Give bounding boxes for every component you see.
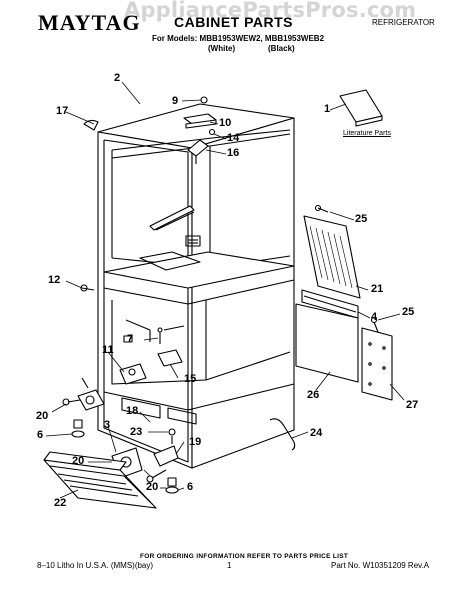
left-leveler-assembly: [62, 377, 105, 438]
page-number: 1: [227, 561, 232, 570]
drawer-rail-left: [125, 319, 151, 342]
variant-black: (Black): [268, 44, 295, 53]
brand-logo: MAYTAG: [38, 10, 141, 35]
callout-20-left: 20: [36, 410, 49, 422]
part-25-screw-bottom: [373, 321, 379, 333]
variant-white: (White): [208, 44, 236, 53]
callout-26: 26: [307, 389, 320, 401]
callout-19: 19: [189, 436, 202, 448]
literature-parts-label: Literature Parts: [343, 130, 391, 137]
callout-24: 24: [310, 427, 323, 439]
part-12-screw: [80, 284, 95, 292]
callout-3: 3: [104, 419, 111, 431]
lower-left-bracket: [119, 363, 147, 385]
callout-12: 12: [48, 274, 61, 286]
part-26-panel: [295, 303, 359, 383]
part-25-screw-top: [317, 207, 329, 213]
top-hinge-assembly: [183, 96, 217, 164]
rear-access-panel: [303, 215, 361, 299]
callout-11: 11: [102, 344, 114, 356]
ordering-info: FOR ORDERING INFORMATION REFER TO PARTS …: [140, 553, 349, 560]
callout-25-bottom: 25: [402, 306, 415, 318]
callout-20-mid: 20: [72, 455, 85, 467]
part-24-tube: [269, 418, 296, 451]
toe-grille: [43, 451, 157, 509]
models-line: For Models: MBB1953WEW2, MBB1953WEB2: [152, 34, 325, 43]
literature-booklet: [339, 89, 383, 127]
callout-10: 10: [219, 117, 232, 129]
watermark: AppliancePartsPros.com: [124, 0, 417, 22]
part-7-head: [157, 327, 163, 333]
callout-14: 14: [227, 132, 240, 144]
part-27-panel: [361, 327, 393, 401]
upper-floor-panel: [139, 251, 201, 271]
callout-17: 17: [56, 105, 69, 117]
page-title: CABINET PARTS: [174, 14, 294, 30]
callout-7: 7: [127, 333, 134, 345]
shelf-rail: [149, 205, 195, 231]
drawer-rail-right: [163, 325, 185, 331]
part-25-head-top: [314, 204, 322, 212]
callout-21: 21: [371, 283, 384, 295]
part-25-head-bottom: [370, 316, 378, 324]
callout-6-right: 6: [187, 481, 194, 493]
part-15-bracket: [157, 349, 183, 367]
part-number: Part No. W10351209 Rev.A: [331, 561, 430, 570]
callout-15: 15: [184, 373, 197, 385]
leader-lines: [45, 81, 405, 499]
callout-20-right: 20: [146, 481, 159, 493]
callout-27: 27: [406, 399, 419, 411]
drawer-stop: [123, 335, 133, 343]
callout-22: 22: [54, 497, 67, 509]
callout-9: 9: [172, 95, 179, 107]
part-17-shape: [83, 119, 99, 131]
cabinet-body: [97, 103, 295, 469]
callout-2: 2: [114, 72, 121, 84]
callout-1: 1: [324, 103, 331, 115]
callout-16: 16: [227, 147, 240, 159]
category-label: REFRIGERATOR: [372, 18, 435, 27]
callout-4: 4: [371, 311, 378, 323]
callout-23: 23: [130, 426, 143, 438]
litho-note: 8–10 Litho In U.S.A. (MMS)(bay): [37, 561, 154, 570]
callout-25-top: 25: [355, 213, 368, 225]
callout-6-left: 6: [37, 429, 44, 441]
upper-vent: [185, 235, 201, 247]
callout-18: 18: [126, 405, 139, 417]
